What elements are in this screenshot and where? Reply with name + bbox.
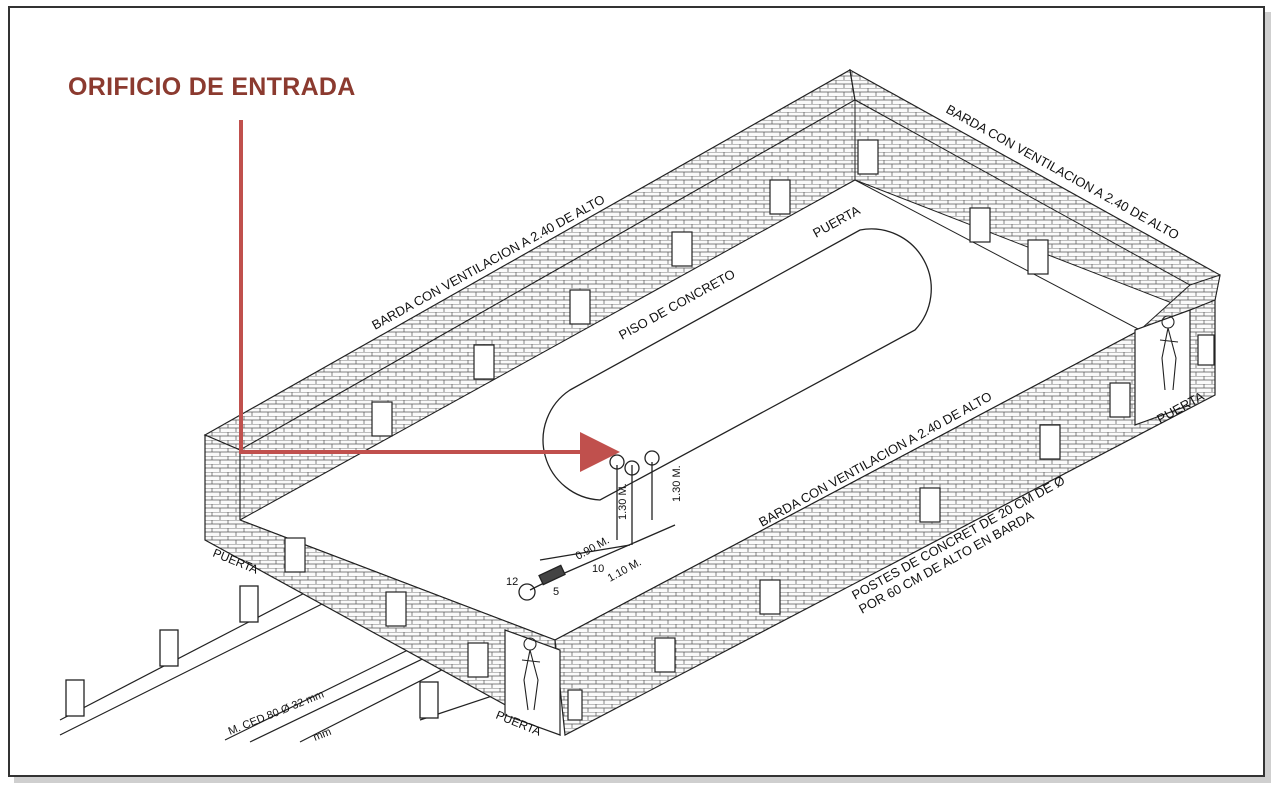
frame-shadow-bottom — [14, 777, 1271, 783]
track-loop — [542, 228, 932, 501]
pipe-height-label-1: 1.30 M. — [617, 483, 629, 520]
front-wall — [554, 299, 1216, 736]
pipe-system — [518, 450, 676, 601]
pipe-number-10: 10 — [592, 563, 604, 575]
door-openings — [504, 309, 1191, 736]
pipe-height-label-2: 1.30 M. — [671, 465, 683, 502]
frame-shadow-right — [1265, 12, 1271, 781]
pipe-number-5: 5 — [553, 586, 559, 598]
vent-blocks — [284, 139, 1215, 721]
concrete-posts — [65, 585, 439, 719]
ground-pipe-label-2: mm — [312, 726, 333, 744]
person-figure-right — [1159, 315, 1179, 391]
person-figure-left — [521, 637, 541, 711]
callout-title: ORIFICIO DE ENTRADA — [68, 73, 356, 101]
callout-arrow — [239, 120, 620, 472]
pipe-number-12: 12 — [506, 576, 518, 588]
